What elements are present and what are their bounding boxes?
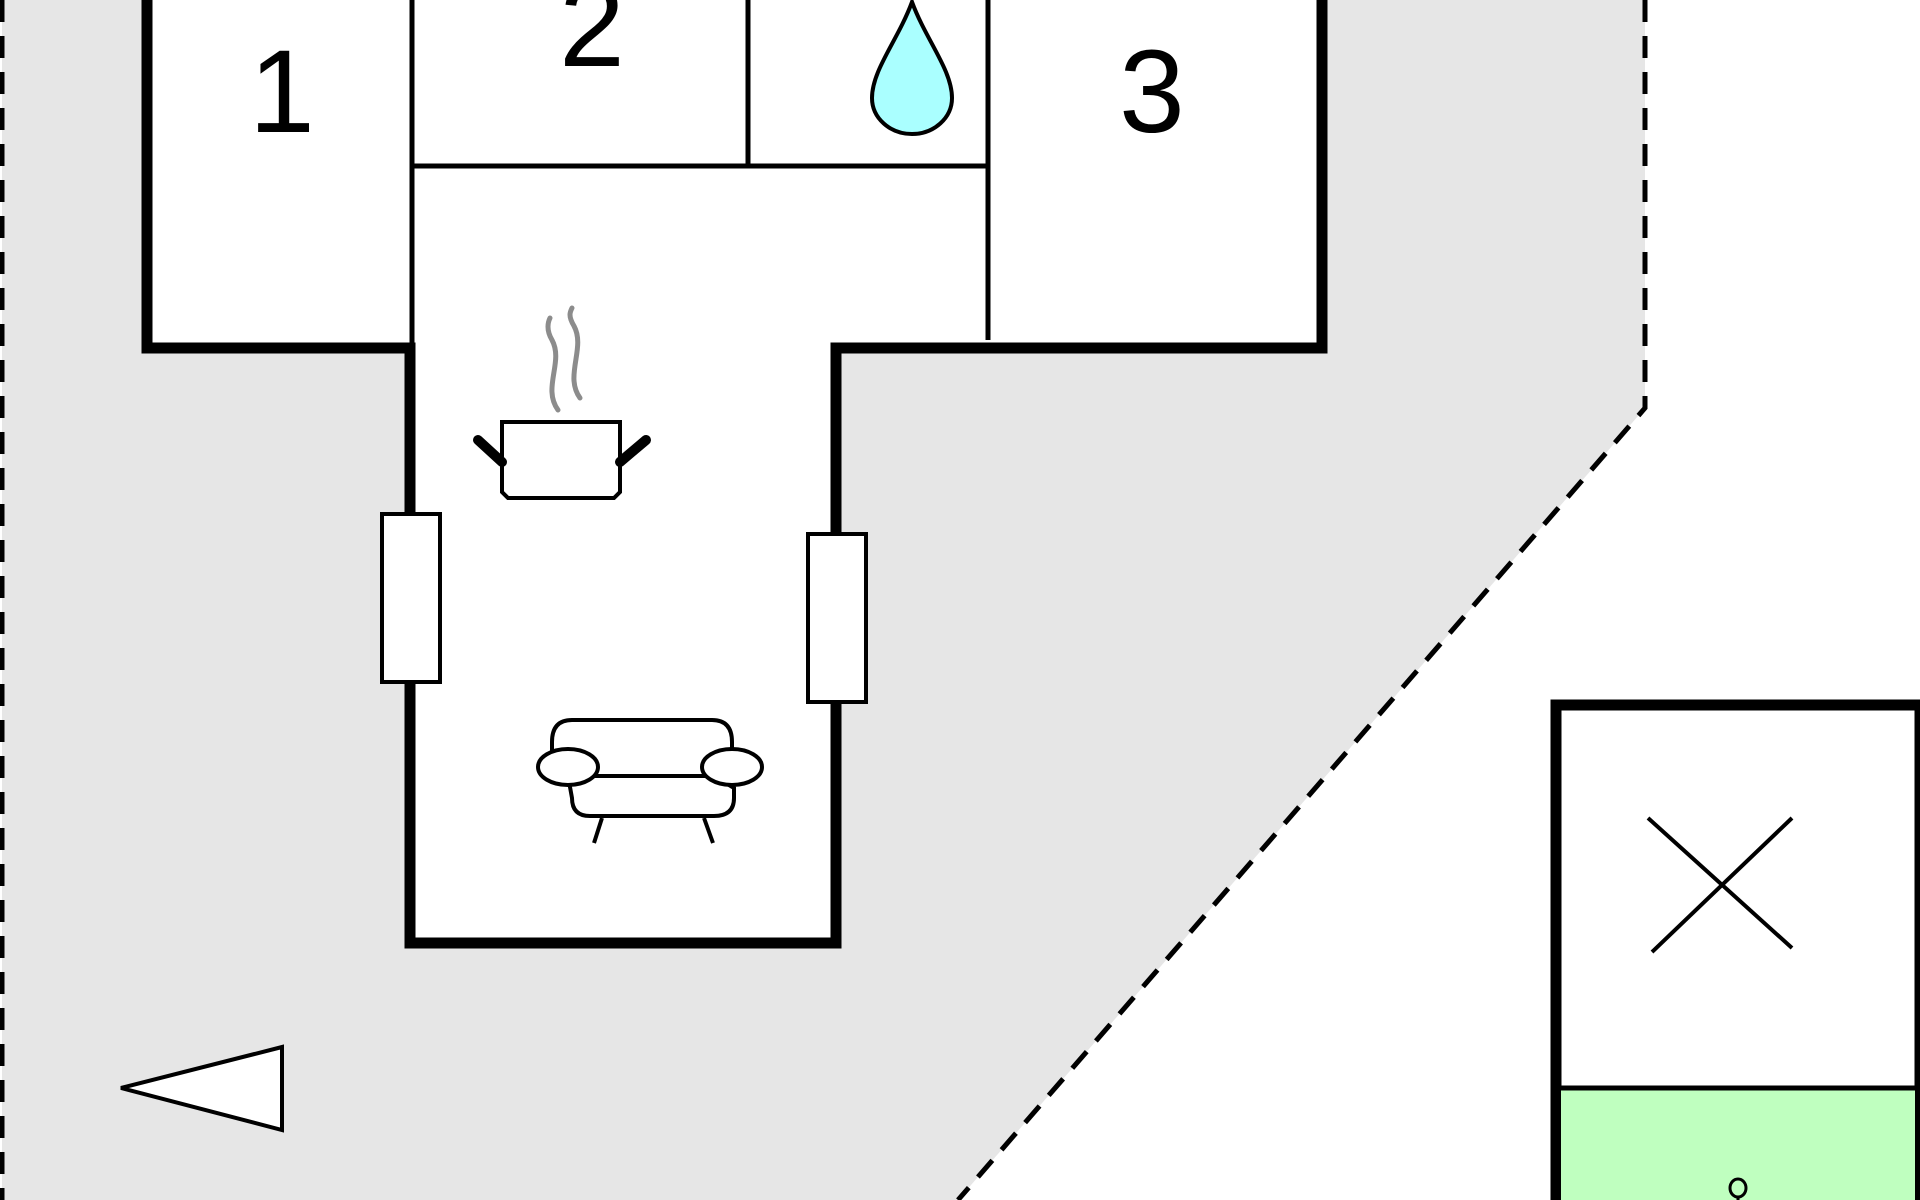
house-interior <box>147 0 1322 943</box>
cooking-pot-icon <box>473 305 651 500</box>
triangle-arrow-icon <box>120 1044 284 1133</box>
x-cross-icon <box>1646 816 1794 954</box>
window-left <box>380 512 442 684</box>
room-label-1: 1 <box>249 26 315 158</box>
room-label-3: 3 <box>1119 26 1185 158</box>
garden-area <box>1561 1088 1915 1200</box>
sofa-icon <box>536 718 764 844</box>
room-label-2: 2 <box>559 0 625 92</box>
house-outer-wall <box>141 0 1328 949</box>
terrace-boundary-right <box>956 0 1648 1200</box>
water-drop-icon <box>869 0 955 137</box>
window-right <box>806 532 868 704</box>
